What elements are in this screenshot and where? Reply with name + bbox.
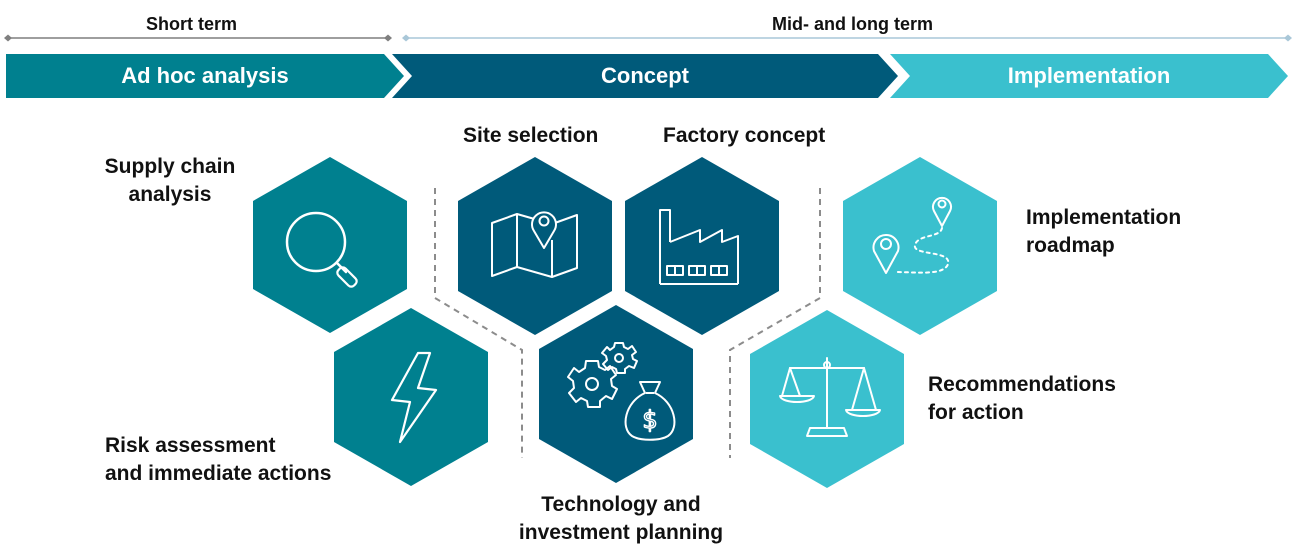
timeline-short-term-label: Short term (146, 14, 238, 34)
label-factory-concept: Factory concept (663, 122, 825, 150)
phase-arrow-ad-hoc (6, 54, 404, 98)
label-risk: Risk assessment and immediate actions (105, 432, 331, 488)
divider-right (729, 188, 821, 458)
magnifier-icon (285, 211, 358, 288)
label-risk-line2: and immediate actions (105, 462, 332, 485)
label-supply-chain: Supply chain analysis (80, 153, 260, 209)
timeline-short-term-line (4, 34, 392, 42)
label-factory-concept-line1: Factory concept (663, 124, 826, 147)
phase-label-concept: Concept (601, 63, 689, 88)
label-roadmap: Implementation roadmap (1026, 204, 1181, 260)
factory-icon (659, 209, 739, 285)
lightning-icon (390, 351, 438, 444)
label-site-selection-line1: Site selection (463, 124, 599, 147)
label-supply-chain-line1: Supply chain (104, 155, 236, 178)
label-roadmap-line2: roadmap (1026, 234, 1115, 257)
map-pin-icon (491, 211, 578, 278)
phase-label-ad-hoc: Ad hoc analysis (121, 63, 289, 88)
label-technology: Technology and investment planning (486, 491, 756, 547)
phase-arrow-concept (392, 54, 898, 98)
hex-risk (334, 308, 488, 486)
divider-left (434, 188, 523, 458)
timeline-mid-long-term-label: Mid- and long term (772, 14, 933, 34)
scales-icon (779, 357, 881, 437)
label-roadmap-line1: Implementation (1026, 206, 1182, 229)
label-recommendations-line1: Recommendations (928, 373, 1116, 396)
phase-label-implementation: Implementation (1007, 63, 1171, 88)
timeline-mid-long-term-line (402, 34, 1292, 42)
hex-factory-concept (625, 157, 779, 335)
label-site-selection: Site selection (463, 122, 598, 150)
label-recommendations-line2: for action (928, 401, 1024, 424)
label-recommendations: Recommendations for action (928, 371, 1116, 427)
label-supply-chain-line2: analysis (128, 183, 212, 206)
hex-technology (539, 305, 693, 483)
label-technology-line1: Technology and (541, 493, 701, 516)
hex-roadmap (843, 157, 997, 335)
phase-arrow-implementation (890, 54, 1288, 98)
gears-money-icon: $ (567, 342, 676, 441)
label-technology-line2: investment planning (518, 521, 724, 544)
hex-supply-chain (253, 157, 407, 333)
hex-site-selection (458, 157, 612, 335)
route-icon (872, 196, 952, 274)
label-risk-line1: Risk assessment (105, 434, 276, 457)
svg-text:$: $ (642, 406, 657, 434)
